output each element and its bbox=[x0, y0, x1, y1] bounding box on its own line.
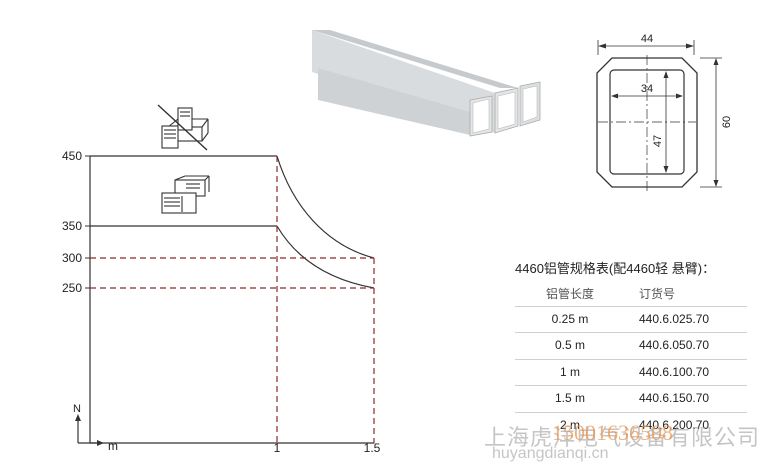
row-length: 0.5 m bbox=[554, 338, 585, 352]
y-tick-label-450: 450 bbox=[62, 149, 82, 163]
table-row: 0.25 m 440.6.025.70 bbox=[515, 307, 747, 333]
table-row: 1 m 440.6.100.70 bbox=[515, 360, 747, 386]
row-order-no: 440.6.200.70 bbox=[639, 417, 710, 432]
spec-table: 铝管长度 订货号 0.25 m 440.6.025.70 0.5 m 440.6… bbox=[515, 280, 747, 438]
curve-upper bbox=[276, 155, 375, 259]
n-arrow-head bbox=[75, 414, 81, 421]
profile-cross-section bbox=[596, 40, 722, 192]
table-row: 1.5 m 440.6.150.70 bbox=[515, 386, 747, 413]
m-arrow-head bbox=[97, 440, 104, 446]
watermark-site: huyangdianqi.cn bbox=[492, 445, 609, 462]
y-tick-label-350: 350 bbox=[62, 219, 82, 233]
x-unit-label: m bbox=[108, 439, 118, 453]
load-chart: 450 350 300 250 1 1.5 N m bbox=[62, 149, 381, 455]
curve-lower bbox=[276, 225, 375, 289]
x-tick-label-1: 1 bbox=[274, 441, 281, 455]
mount-icon bbox=[161, 175, 210, 214]
y-tick-label-300: 300 bbox=[62, 251, 82, 265]
row-order-no: 440.6.050.70 bbox=[639, 338, 710, 352]
row-order-no: 440.6.025.70 bbox=[639, 311, 710, 326]
x-tick-label-1-5: 1.5 bbox=[364, 441, 381, 455]
y-unit-label: N bbox=[73, 403, 81, 415]
row-length: 2 m bbox=[559, 417, 580, 432]
row-order-no: 440.6.100.70 bbox=[639, 364, 710, 379]
table-row: 2 m 440.6.200.70 bbox=[515, 413, 747, 439]
crossed-mount-icon bbox=[157, 104, 209, 151]
header-order-no: 订货号 bbox=[639, 287, 676, 301]
dim-inner-height: 47 bbox=[652, 135, 664, 147]
row-length: 1.5 m bbox=[554, 391, 585, 405]
watermark-phone: 15001636508 bbox=[552, 420, 673, 445]
table-row: 0.5 m 440.6.050.70 bbox=[515, 333, 747, 360]
watermark-company: 上海虎洋电气设备有限公司 bbox=[484, 426, 761, 451]
spec-table-header: 铝管长度 订货号 bbox=[515, 280, 747, 307]
dim-outer-width: 44 bbox=[641, 33, 653, 45]
row-length: 1 m bbox=[559, 364, 580, 379]
row-order-no: 440.6.150.70 bbox=[639, 391, 710, 405]
spec-table-title: 4460铝管规格表(配4460轻 悬臂)： bbox=[515, 261, 716, 276]
aluminum-tube-image bbox=[312, 30, 541, 137]
dim-inner-width: 34 bbox=[641, 83, 653, 95]
row-length: 0.25 m bbox=[551, 311, 589, 326]
y-tick-label-250: 250 bbox=[62, 281, 82, 295]
header-length: 铝管长度 bbox=[545, 287, 594, 301]
dim-outer-height: 60 bbox=[721, 116, 733, 128]
